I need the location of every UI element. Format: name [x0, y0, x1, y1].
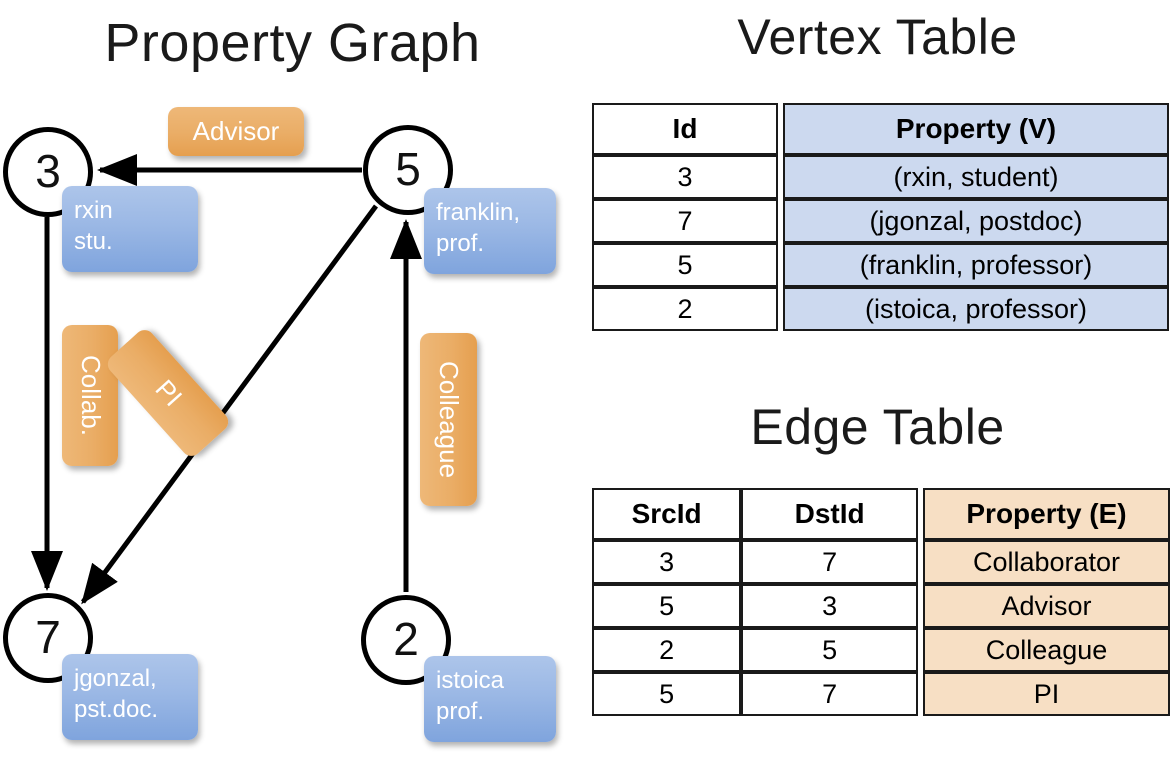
page-title-edge-table: Edge Table	[750, 399, 1005, 455]
vertex-5-role: prof.	[436, 230, 485, 258]
vertex-2-name: istoica	[436, 667, 505, 694]
edge-table-header-dstid: DstId	[741, 488, 919, 540]
table-row: 3 (rxin, student)	[592, 155, 1169, 199]
table-row: 5 (franklin, professor)	[592, 243, 1169, 287]
edge-label-advisor: Advisor	[168, 107, 304, 156]
edge-label-advisor-text: Advisor	[192, 116, 280, 146]
vertex-3-name: rxin	[74, 197, 113, 224]
vertex-id-label: 5	[395, 143, 421, 195]
vertex-7-role: pst.doc.	[74, 696, 159, 724]
vertex-3-role: stu.	[74, 228, 113, 256]
vertex-id-label: 3	[35, 145, 61, 197]
vertex-7-name: jgonzal,	[74, 665, 157, 692]
edge-label-collab: Collab.	[62, 325, 118, 466]
table-row: 7 (jgonzal, postdoc)	[592, 199, 1169, 243]
page-title-property-graph: Property Graph	[104, 13, 481, 73]
edge-row-1-property: Advisor	[923, 584, 1170, 628]
graph-edges-layer	[31, 154, 422, 605]
table-row: 5 3 Advisor	[592, 584, 1170, 628]
vertex-row-1-id: 7	[592, 199, 778, 243]
edge-row-2-src: 2	[592, 628, 742, 672]
vertex-row-0-id: 3	[592, 155, 778, 199]
table-row: 2 (istoica, professor)	[592, 287, 1169, 331]
vertex-2-property-box: istoica prof.	[424, 656, 556, 742]
table-row: 2 5 Colleague	[592, 628, 1170, 672]
edge-label-pi-text: PI	[148, 373, 188, 412]
page-title-vertex-table: Vertex Table	[737, 9, 1018, 65]
vertex-id-label: 2	[393, 613, 419, 665]
vertex-table-header-property: Property (V)	[783, 103, 1169, 155]
edge-label-colleague-text: Colleague	[434, 360, 464, 479]
graph-vertex-2[interactable]: 2	[361, 595, 451, 685]
edge-row-0-dst: 7	[741, 540, 919, 584]
vertex-5-name: franklin,	[436, 199, 521, 226]
edge-label-collab-text: Collab.	[75, 355, 106, 436]
table-header-row: Id Property (V)	[592, 103, 1169, 155]
edge-row-3-dst: 7	[741, 672, 919, 716]
vertex-table: Id Property (V) 3 (rxin, student) 7 (jgo…	[592, 103, 1169, 331]
vertex-2-role: prof.	[436, 698, 485, 726]
table-row: 3 7 Collaborator	[592, 540, 1170, 584]
edge-row-1-src: 5	[592, 584, 742, 628]
table-row: 5 7 PI	[592, 672, 1170, 716]
edge-row-0-src: 3	[592, 540, 742, 584]
vertex-row-1-property: (jgonzal, postdoc)	[783, 199, 1169, 243]
vertex-row-2-id: 5	[592, 243, 778, 287]
edge-row-3-property: PI	[923, 672, 1170, 716]
vertex-row-3-property: (istoica, professor)	[783, 287, 1169, 331]
vertex-row-2-property: (franklin, professor)	[783, 243, 1169, 287]
table-header-row: SrcId DstId Property (E)	[592, 488, 1170, 540]
edge-row-1-dst: 3	[741, 584, 919, 628]
edge-row-2-dst: 5	[741, 628, 919, 672]
vertex-table-header-id: Id	[592, 103, 778, 155]
edge-table-header-property: Property (E)	[923, 488, 1170, 540]
edge-row-2-property: Colleague	[923, 628, 1170, 672]
property-graph-diagram: 3 5 7 2 rxin stu. franklin, prof. jgonza…	[3, 107, 556, 742]
edge-table: SrcId DstId Property (E) 3 7 Collaborato…	[592, 488, 1170, 716]
edge-table-header-srcid: SrcId	[592, 488, 742, 540]
vertex-5-property-box: franklin, prof.	[424, 188, 556, 274]
graph-vertex-5[interactable]: 5	[363, 125, 453, 215]
vertex-row-0-property: (rxin, student)	[783, 155, 1169, 199]
vertex-id-label: 7	[35, 611, 61, 663]
vertex-7-property-box: jgonzal, pst.doc.	[62, 654, 198, 740]
vertex-3-property-box: rxin stu.	[62, 186, 198, 272]
vertex-row-3-id: 2	[592, 287, 778, 331]
edge-row-0-property: Collaborator	[923, 540, 1170, 584]
edge-5-to-7-pi	[80, 204, 379, 605]
edge-row-3-src: 5	[592, 672, 742, 716]
edge-label-colleague: Colleague	[420, 333, 477, 506]
